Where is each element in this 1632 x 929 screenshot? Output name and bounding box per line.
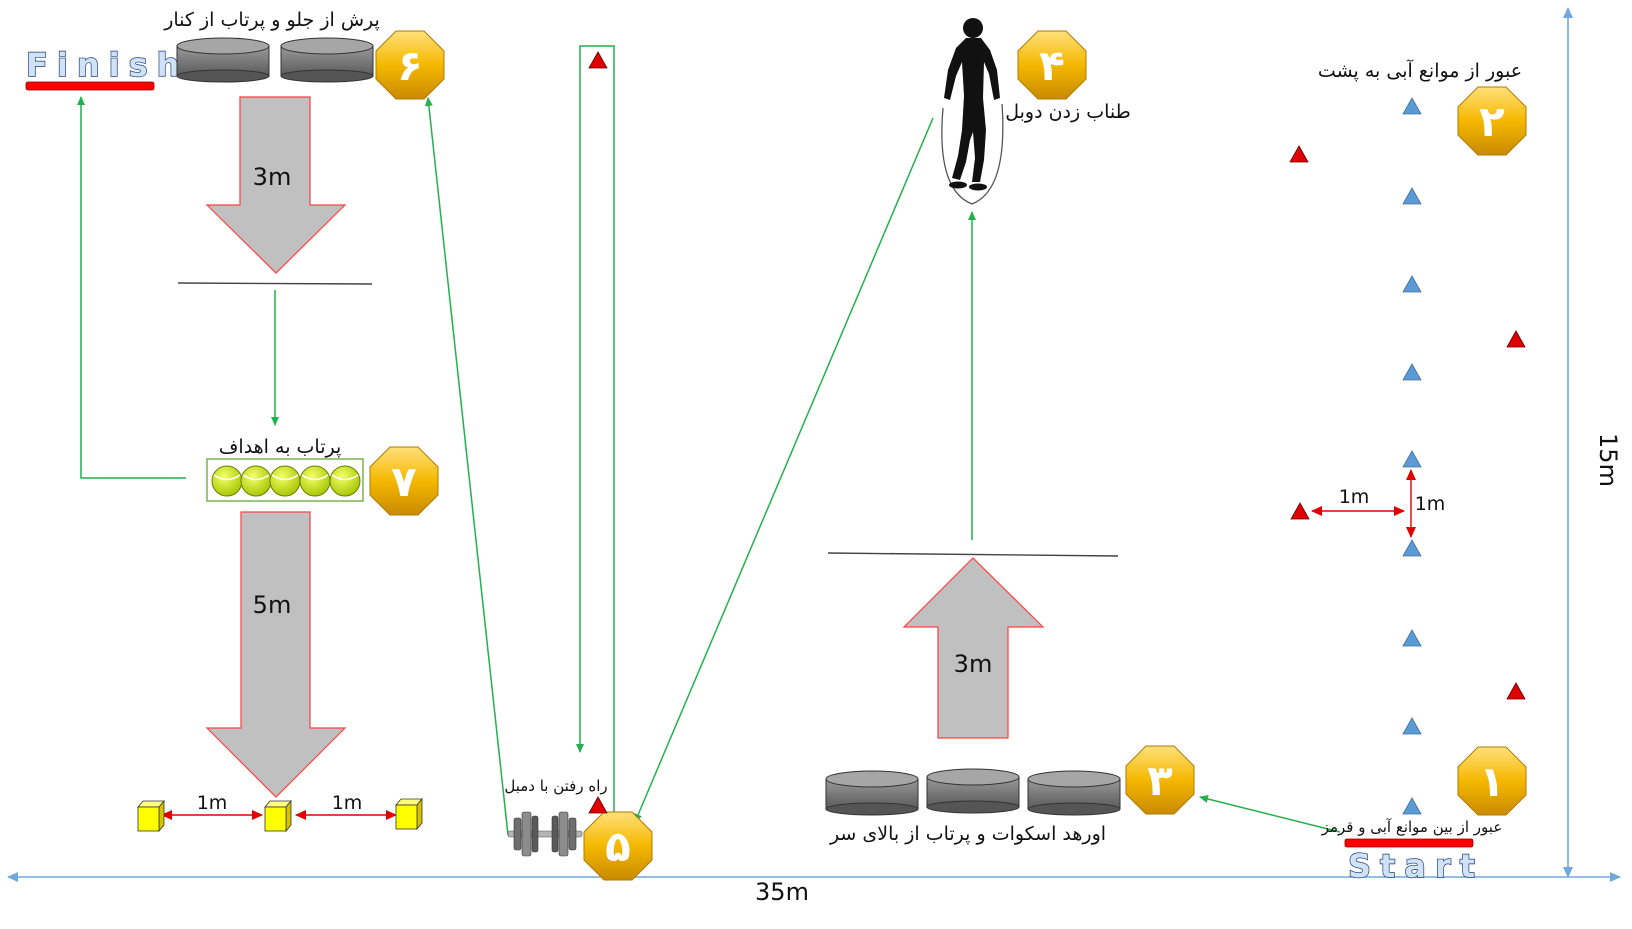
tennis-ball-icon bbox=[329, 465, 361, 497]
red-cone-icon bbox=[1506, 682, 1526, 700]
path-dumbbell-walk-loop bbox=[576, 45, 615, 825]
station3-discs bbox=[825, 768, 1121, 816]
path-station4-to-station5 bbox=[634, 117, 934, 823]
station-7-number: ۷ bbox=[391, 457, 417, 506]
blue-cone-icon bbox=[1402, 629, 1422, 647]
station3-distance-label: 3m bbox=[954, 650, 993, 678]
station-4-label: طناب زدن دوبل bbox=[1005, 101, 1131, 123]
station-5-badge: ۵ bbox=[583, 811, 653, 881]
station-4-number: ۴ bbox=[1039, 41, 1065, 90]
cone-vertical-spacing-label: 1m bbox=[1415, 493, 1446, 515]
start-bar bbox=[1344, 838, 1474, 848]
blue-cone-icon bbox=[1402, 363, 1422, 381]
path-station5-to-station6 bbox=[424, 97, 509, 836]
big-arrow-station3: 3m bbox=[902, 557, 1045, 739]
plyo-disc-icon bbox=[280, 37, 374, 83]
station-6-number: ۶ bbox=[397, 41, 423, 90]
station3-finish-line bbox=[827, 552, 1119, 557]
finish-bar bbox=[25, 81, 155, 91]
start-marker: Start bbox=[1344, 838, 1484, 886]
target-box-icon bbox=[395, 797, 423, 831]
plyo-disc-icon bbox=[176, 37, 270, 83]
station6-discs bbox=[176, 37, 374, 83]
target-box-icon bbox=[137, 799, 165, 833]
path-station1-to-station3 bbox=[1199, 795, 1341, 833]
blue-cone-icon bbox=[1402, 797, 1422, 815]
target-gap-left-label: 1m bbox=[197, 792, 228, 814]
station-6-label: پرش از جلو و پرتاب از کنار bbox=[163, 9, 380, 31]
red-cone-icon bbox=[588, 51, 608, 69]
cone-horizontal-spacing-label: 1m bbox=[1339, 486, 1370, 508]
blue-cone-icon bbox=[1402, 187, 1422, 205]
station-1-badge: ۱ bbox=[1457, 746, 1527, 816]
station-6-badge: ۶ bbox=[375, 30, 445, 100]
start-label: Start bbox=[1348, 847, 1484, 885]
plyo-disc-icon bbox=[1027, 770, 1121, 816]
red-cone-icon bbox=[1289, 145, 1309, 163]
station-5-number: ۵ bbox=[605, 822, 631, 871]
tennis-ball-tray bbox=[206, 458, 364, 502]
station-1-number: ۱ bbox=[1479, 757, 1505, 806]
station-3-number: ۳ bbox=[1147, 756, 1173, 805]
dimension-arrows: 1m 1m 1m 1m bbox=[161, 469, 1446, 820]
target-gap-right-label: 1m bbox=[332, 792, 363, 814]
station-7-label: پرتاب به اهداف bbox=[219, 436, 342, 458]
big-arrow-station6: 3m bbox=[205, 96, 347, 274]
station-5-label: راه رفتن با دمبل bbox=[504, 777, 607, 795]
station-7-badge: ۷ bbox=[369, 446, 439, 516]
course-axes: 35m 15m bbox=[7, 7, 1622, 906]
blue-cone-icon bbox=[1402, 275, 1422, 293]
station-2-number: ۲ bbox=[1479, 97, 1505, 146]
blue-cone-icon bbox=[1402, 450, 1422, 468]
cones bbox=[588, 51, 1526, 815]
tennis-ball-icon bbox=[211, 465, 243, 497]
station-3-label: اورهد اسکوات و پرتاب از بالای سر bbox=[829, 823, 1106, 845]
station6-distance-label: 3m bbox=[253, 163, 292, 191]
station6-landing-line bbox=[177, 282, 373, 285]
station-4-badge: ۴ bbox=[1017, 30, 1087, 100]
course-path bbox=[77, 45, 1341, 836]
red-cone-icon bbox=[588, 796, 608, 814]
target-boxes bbox=[137, 797, 423, 833]
tennis-ball-icon bbox=[240, 465, 272, 497]
jump-rope-athlete-icon bbox=[941, 18, 1004, 205]
station-1-label: عبور از بین موانع آبی و قرمز bbox=[1321, 818, 1503, 836]
red-cone-icon bbox=[1290, 502, 1310, 520]
tennis-ball-icon bbox=[299, 465, 331, 497]
red-cone-icon bbox=[1506, 330, 1526, 348]
course-width-label: 35m bbox=[755, 878, 809, 906]
station-labels: عبور از بین موانع آبی و قرمز عبور از موا… bbox=[163, 9, 1522, 845]
plyo-disc-icon bbox=[926, 768, 1020, 814]
finish-marker: Finish bbox=[25, 45, 188, 91]
blue-cone-icon bbox=[1402, 539, 1422, 557]
station-2-label: عبور از موانع آبی به پشت bbox=[1318, 58, 1522, 82]
tennis-ball-icon bbox=[269, 465, 301, 497]
path-station7-to-finish bbox=[77, 96, 186, 479]
station-2-badge: ۲ bbox=[1457, 86, 1527, 156]
course-height-label: 15m bbox=[1594, 433, 1622, 487]
station-3-badge: ۳ bbox=[1125, 745, 1195, 815]
blue-cone-icon bbox=[1402, 717, 1422, 735]
big-arrow-station7: 5m bbox=[205, 511, 347, 798]
dumbbell-icon bbox=[507, 811, 583, 857]
plyo-disc-icon bbox=[825, 770, 919, 816]
target-box-icon bbox=[264, 799, 292, 833]
station7-distance-label: 5m bbox=[253, 591, 292, 619]
station-badges: ۱ ۲ ۳ ۴ ۵ ۶ ۷ bbox=[369, 30, 1527, 881]
blue-cone-icon bbox=[1402, 97, 1422, 115]
finish-label: Finish bbox=[26, 46, 188, 84]
